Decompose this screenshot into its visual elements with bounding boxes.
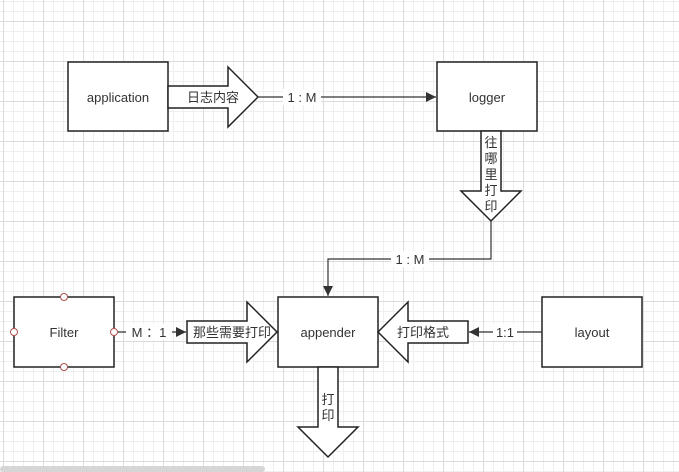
block-arrow-log-content-label: 日志内容 [187,90,239,105]
block-arrow-log-content[interactable]: 日志内容 [167,65,260,129]
node-appender-label: appender [301,325,357,340]
node-layout-label: layout [575,325,610,340]
horizontal-scrollbar[interactable] [0,466,265,472]
relation-label: 1:1 [496,325,514,340]
node-appender[interactable]: appender [277,296,379,368]
connector-application-logger[interactable]: 1 : M [258,89,436,105]
connection-handle[interactable] [60,363,68,371]
block-arrow-what-to-print-label: 那些需要打印 [193,325,271,340]
vertical-char: 打 [484,183,497,198]
vertical-char: 往 [484,135,497,150]
vertical-char: 印 [484,199,497,214]
vertical-char: 印 [321,408,334,423]
relation-label: 1 : M [288,90,317,105]
relation-label: M ：1 [132,325,167,340]
block-arrow-where-to-print[interactable]: 往 哪 里 打 印 [459,130,523,223]
vertical-char: 打 [321,392,334,407]
connector-logger-appender[interactable]: 1 : M [323,221,492,296]
connector-layout-appender[interactable]: 1:1 [469,324,542,340]
node-layout[interactable]: layout [541,296,643,368]
block-arrow-print[interactable]: 打 印 [296,366,360,459]
node-application-label: application [87,90,149,105]
block-arrow-print-format[interactable]: 打印格式 [376,300,469,364]
block-arrow-print-format-label: 打印格式 [397,325,449,340]
vertical-char: 哪 [484,151,497,166]
connection-handle[interactable] [60,293,68,301]
node-logger-label: logger [469,90,506,105]
connector-filter-appender[interactable]: M ：1 [118,324,186,340]
relation-label: 1 : M [396,252,425,267]
node-application[interactable]: application [67,61,169,132]
node-filter-label: Filter [50,325,80,340]
connection-handle[interactable] [10,328,18,336]
node-filter[interactable]: Filter [10,293,118,371]
block-arrow-what-to-print[interactable]: 那些需要打印 [186,300,279,364]
node-logger[interactable]: logger [436,61,538,132]
vertical-char: 里 [484,167,497,182]
connection-handle[interactable] [110,328,118,336]
